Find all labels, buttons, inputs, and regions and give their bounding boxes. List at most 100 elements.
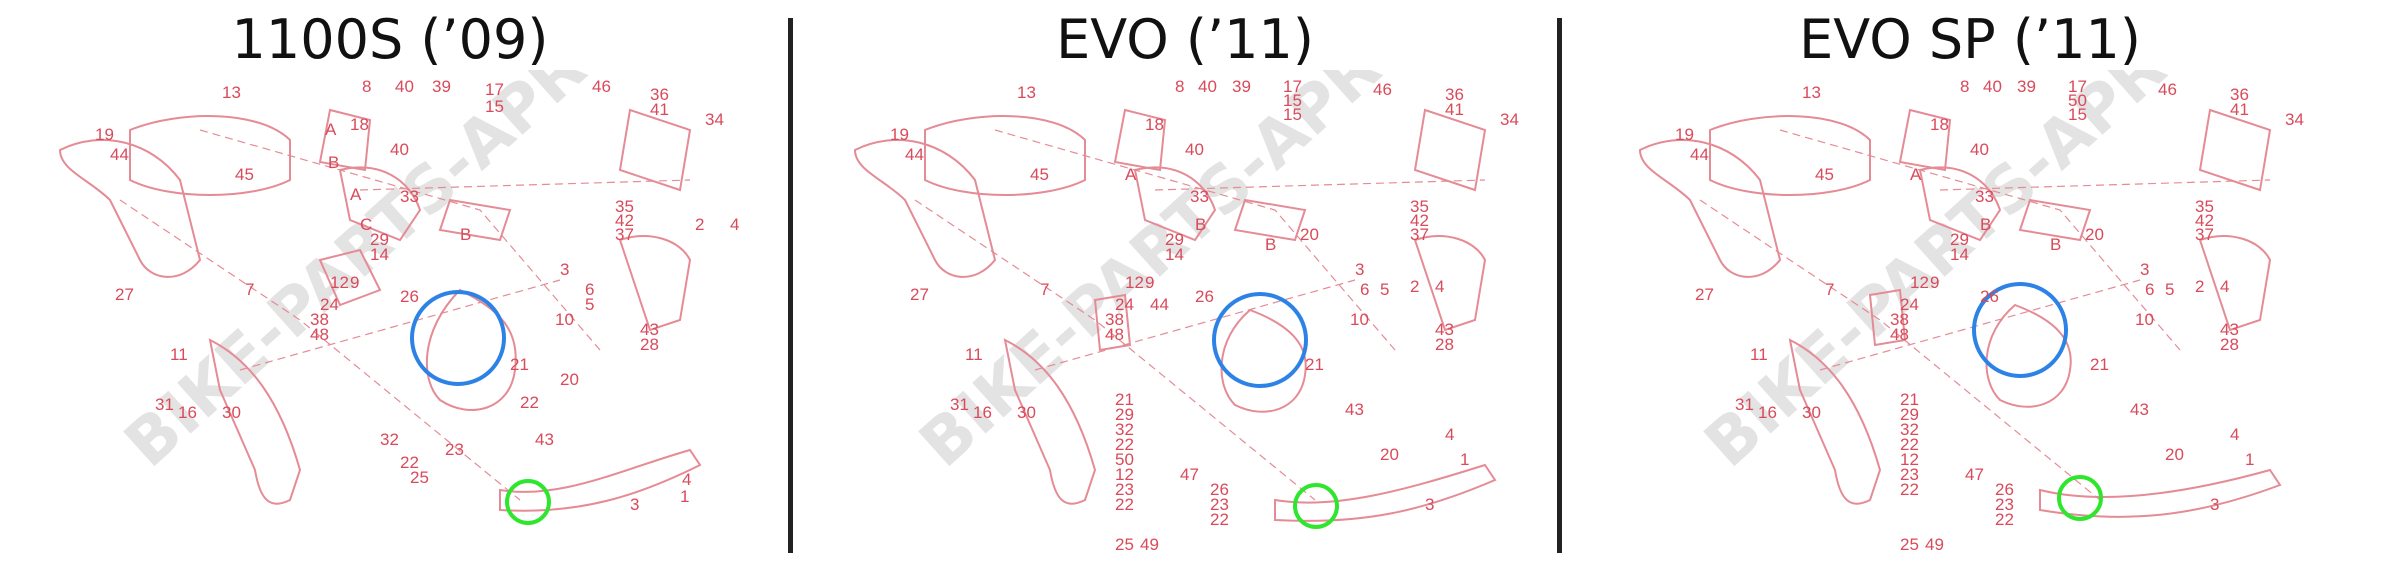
part-number-label: 41 — [650, 100, 669, 119]
part-number-label: 45 — [1815, 165, 1834, 184]
part-number-label: 41 — [1445, 100, 1464, 119]
part-number-label: 45 — [235, 165, 254, 184]
part-number-label: 2 — [1410, 277, 1419, 296]
part-number-label: 45 — [1030, 165, 1049, 184]
part-number-label: 22 — [1995, 510, 2014, 529]
part-number-label: 3 — [630, 495, 639, 514]
part-number-label: 36 — [1445, 85, 1464, 104]
part-number-label: 15 — [2068, 105, 2087, 124]
part-number-label: 35 — [1410, 197, 1429, 216]
part-number-label: 26 — [1210, 480, 1229, 499]
part-number-label: 37 — [615, 225, 634, 244]
part-number-label: 50 — [2068, 91, 2087, 110]
highlight-blue-circle — [410, 290, 506, 386]
part-number-label: 14 — [1950, 245, 1969, 264]
part-number-label: 40 — [395, 77, 414, 96]
part-number-label: 16 — [178, 403, 197, 422]
part-number-label: 30 — [1017, 403, 1036, 422]
part-number-label: 34 — [2285, 110, 2304, 129]
part-number-label: 20 — [2085, 225, 2104, 244]
part-number-label: 25 — [1115, 535, 1134, 554]
part-number-label: 47 — [1965, 465, 1984, 484]
part-number-label: 40 — [1970, 140, 1989, 159]
part-number-label: 20 — [560, 370, 579, 389]
part-number-label: 30 — [222, 403, 241, 422]
part-number-label: 15 — [485, 97, 504, 116]
part-number-label: 33 — [400, 187, 419, 206]
part-number-label: 21 — [1900, 390, 1919, 409]
part-number-label: 48 — [1890, 325, 1909, 344]
part-number-label: 23 — [1900, 465, 1919, 484]
highlight-green-circle — [505, 479, 551, 525]
part-number-label: 40 — [390, 140, 409, 159]
part-number-label: 3 — [560, 260, 569, 279]
part-number-label: 6 — [1360, 280, 1369, 299]
part-number-label: 15 — [1283, 91, 1302, 110]
part-number-label: 29 — [1115, 405, 1134, 424]
part-number-label: 41 — [2230, 100, 2249, 119]
part-number-label: 30 — [1802, 403, 1821, 422]
part-number-label: 34 — [1500, 110, 1519, 129]
part-number-label: 29 — [370, 230, 389, 249]
part-number-label: 42 — [1410, 211, 1429, 230]
part-number-label: B — [2050, 235, 2061, 254]
part-number-label: 18 — [350, 115, 369, 134]
part-number-label: 44 — [110, 145, 129, 164]
part-number-label: 27 — [1695, 285, 1714, 304]
part-number-label: 5 — [585, 295, 594, 314]
part-number-label: 15 — [1283, 105, 1302, 124]
part-number-label: 9 — [1930, 273, 1939, 292]
part-number-label: 1 — [2245, 450, 2254, 469]
part-number-label: 26 — [1195, 287, 1214, 306]
part-number-label: 42 — [615, 211, 634, 230]
part-number-label: 28 — [1435, 335, 1454, 354]
part-number-label: 38 — [1890, 310, 1909, 329]
part-number-label: 16 — [973, 403, 992, 422]
part-number-label: 43 — [535, 430, 554, 449]
part-number-label: 7 — [1825, 280, 1834, 299]
part-number-label: 17 — [2068, 77, 2087, 96]
part-number-label: 29 — [1165, 230, 1184, 249]
part-number-label: 48 — [1105, 325, 1124, 344]
part-number-label: B — [1195, 215, 1206, 234]
part-number-label: A — [325, 120, 337, 139]
part-number-label: 12 — [1115, 465, 1134, 484]
part-number-label: 27 — [115, 285, 134, 304]
part-number-label: 2 — [695, 215, 704, 234]
part-number-label: 21 — [2090, 355, 2109, 374]
panel-divider — [788, 18, 793, 553]
part-number-label: 5 — [2165, 280, 2174, 299]
part-number-label: 22 — [1115, 495, 1134, 514]
part-number-label: 43 — [1345, 400, 1364, 419]
part-number-label: 10 — [555, 310, 574, 329]
part-number-label: 26 — [400, 287, 419, 306]
part-number-label: 36 — [650, 85, 669, 104]
part-number-label: B — [328, 153, 339, 172]
part-number-label: 22 — [1900, 480, 1919, 499]
part-number-label: 11 — [170, 345, 188, 364]
part-number-label: 36 — [2230, 85, 2249, 104]
part-number-label: 31 — [155, 395, 174, 414]
part-number-label: 4 — [682, 470, 691, 489]
part-number-label: 1 — [680, 487, 689, 506]
part-number-label: 37 — [1410, 225, 1429, 244]
part-number-label: 38 — [310, 310, 329, 329]
part-number-label: 25 — [410, 468, 429, 487]
part-number-label: 26 — [1995, 480, 2014, 499]
part-number-label: 13 — [1017, 83, 1036, 102]
part-number-label: 32 — [1900, 420, 1919, 439]
panel-title: 1100S (’09) — [231, 8, 549, 71]
highlight-green-circle — [1293, 483, 1339, 529]
part-number-label: 27 — [910, 285, 929, 304]
panel-title: EVO SP (’11) — [1799, 8, 2141, 71]
part-number-label: 48 — [310, 325, 329, 344]
part-number-label: 44 — [1690, 145, 1709, 164]
part-number-label: 33 — [1975, 187, 1994, 206]
part-number-label: 40 — [1198, 77, 1217, 96]
part-number-label: 47 — [1180, 465, 1199, 484]
part-number-label: 39 — [2017, 77, 2036, 96]
part-number-label: A — [350, 185, 362, 204]
part-number-label: 31 — [1735, 395, 1754, 414]
part-number-label: 39 — [1232, 77, 1251, 96]
